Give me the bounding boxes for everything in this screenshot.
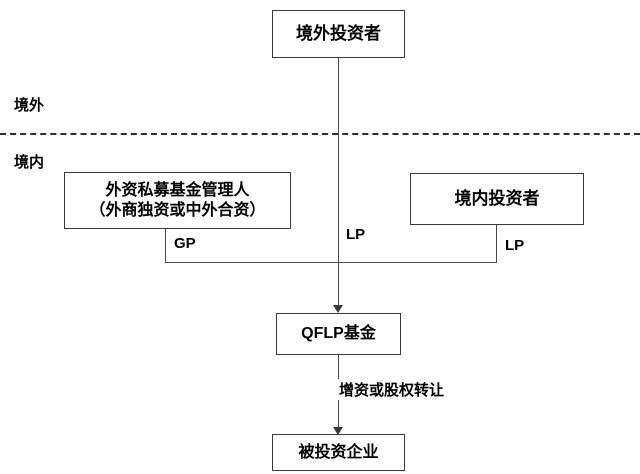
arrowhead-into-qflp-fund: [333, 305, 343, 313]
edge-label-lp-center: LP: [344, 226, 368, 243]
zone-label-offshore: 境外: [14, 97, 45, 114]
edge-label-lp-right: LP: [503, 237, 527, 254]
edge-label-gp: GP: [172, 235, 198, 252]
connector-bar-to-qflp-fund: [338, 262, 339, 307]
node-invested-enterprise[interactable]: 被投资企业: [272, 434, 405, 471]
node-foreign-private-fund-manager[interactable]: 外资私募基金管理人 （外商独资或中外合资）: [64, 172, 291, 229]
connector-domestic-investor-lp-drop: [496, 225, 497, 263]
connector-fund-manager-gp-drop: [165, 229, 166, 263]
connector-overseas-investor-to-fund: [338, 58, 339, 172]
arrowhead-into-invested-enterprise: [333, 427, 343, 435]
onshore-offshore-divider-line: [0, 133, 640, 135]
node-qflp-fund[interactable]: QFLP基金: [276, 313, 401, 355]
connector-cross-border-segment: [338, 133, 339, 263]
zone-label-onshore: 境内: [14, 154, 45, 171]
connector-horizontal-bar: [165, 262, 497, 263]
node-domestic-investor[interactable]: 境内投资者: [410, 173, 584, 225]
node-overseas-investor[interactable]: 境外投资者: [272, 10, 405, 58]
edge-label-capital-increase-or-equity-transfer: 增资或股权转让: [337, 379, 447, 400]
